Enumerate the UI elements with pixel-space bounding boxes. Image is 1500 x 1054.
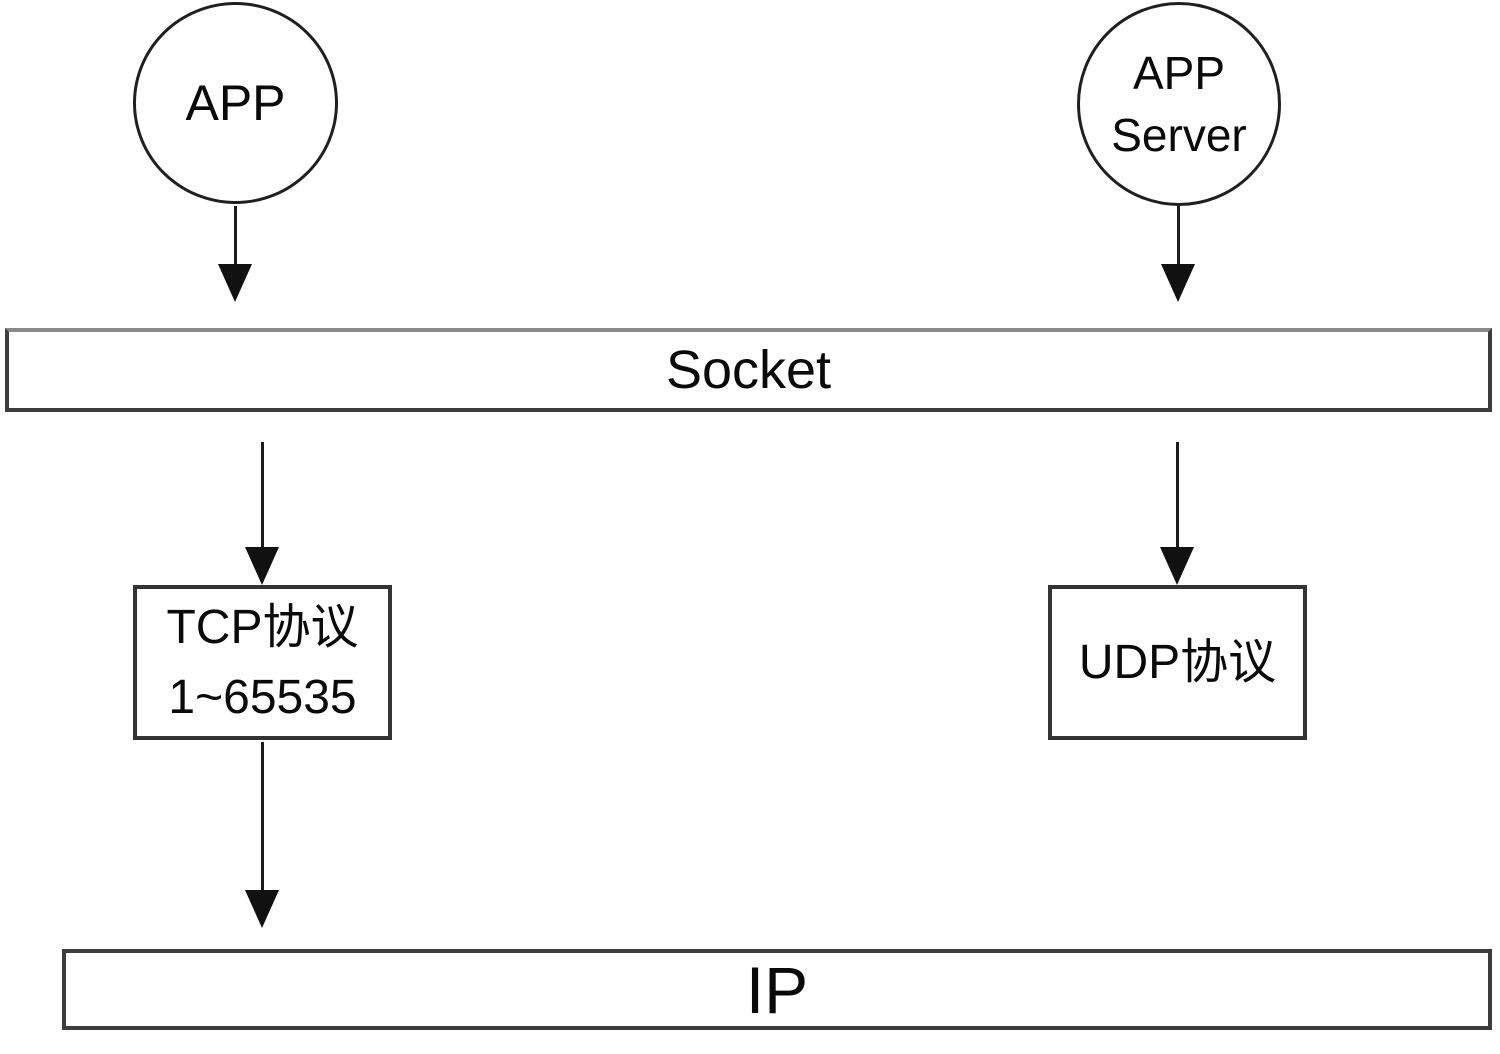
arrow-shaft	[233, 206, 237, 264]
arrow-app-to-socket	[218, 206, 252, 302]
layer-ip-bar: IP	[62, 949, 1492, 1030]
arrowhead-down-icon	[245, 890, 279, 928]
node-udp-label: UDP协议	[1078, 635, 1277, 689]
node-udp-protocol-box: UDP协议	[1048, 585, 1307, 740]
arrow-shaft	[260, 442, 264, 547]
arrow-shaft	[1175, 442, 1179, 547]
layer-socket-bar: Socket	[5, 328, 1492, 412]
arrowhead-down-icon	[1160, 547, 1194, 585]
arrow-shaft	[260, 742, 264, 890]
arrowhead-down-icon	[1161, 264, 1195, 302]
node-app-server-label-line1: APP	[1132, 46, 1226, 99]
layer-ip-label: IP	[745, 952, 809, 1027]
arrowhead-down-icon	[245, 547, 279, 585]
arrow-tcp-to-ip	[245, 742, 279, 928]
node-app-server-label-line2: Server	[1111, 109, 1247, 161]
arrow-shaft	[1176, 206, 1180, 264]
node-app-circle: APP	[133, 2, 338, 204]
arrow-socket-to-tcp	[245, 442, 279, 585]
layer-socket-label: Socket	[665, 340, 832, 400]
node-tcp-label-line2: 1~65535	[168, 670, 357, 724]
node-app-server-circle: APP Server	[1077, 2, 1281, 206]
node-tcp-label-line1: TCP协议	[166, 600, 359, 654]
node-tcp-protocol-box: TCP协议 1~65535	[133, 585, 392, 740]
arrowhead-down-icon	[218, 264, 252, 302]
arrow-socket-to-udp	[1160, 442, 1194, 585]
node-app-label: APP	[185, 75, 286, 131]
arrow-app-server-to-socket	[1161, 206, 1195, 302]
